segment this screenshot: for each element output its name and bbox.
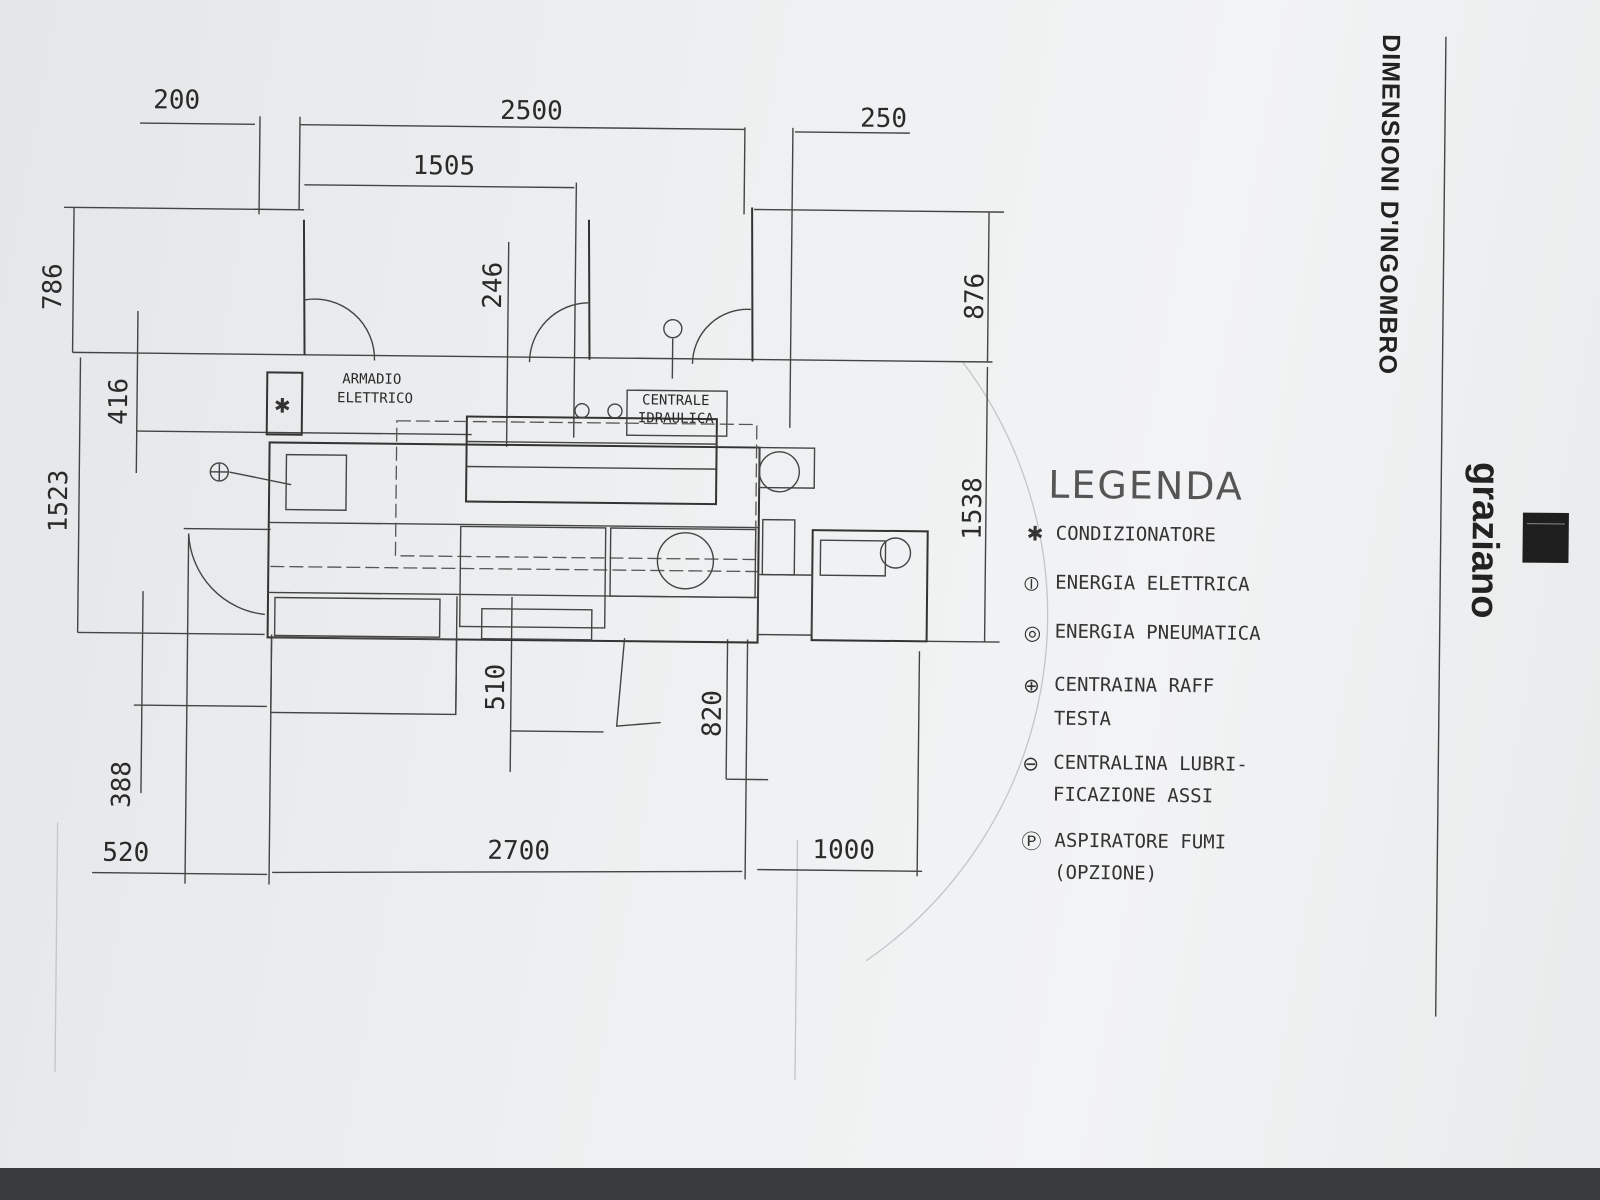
legend-title: LEGENDA [1048, 463, 1244, 509]
legend-item-line2: TESTA [1054, 708, 1112, 731]
faint-line [54, 822, 59, 1073]
brand-logo-block [1522, 512, 1569, 564]
dim-2700: 2700 [487, 836, 550, 867]
dim-786: 786 [38, 263, 68, 310]
dim-876: 876 [960, 273, 990, 320]
legend-item: CENTRAINA RAFF [1054, 674, 1214, 698]
legend-item: CENTRALINA LUBRI- [1053, 752, 1248, 776]
faint-line [794, 839, 799, 1080]
legend-item: ENERGIA PNEUMATICA [1055, 621, 1262, 645]
legend-item: ASPIRATORE FUMI [1054, 830, 1226, 854]
legend-item-line2: FICAZIONE ASSI [1053, 784, 1213, 808]
legend-item-line2: (OPZIONE) [1054, 862, 1157, 885]
page-bottom-edge [0, 1168, 1600, 1200]
legend-symbol: ⊖ [1022, 751, 1039, 775]
label-centrale: CENTRALE [642, 392, 710, 409]
label-armadio: ARMADIO [342, 371, 401, 388]
dim-388: 388 [107, 761, 137, 808]
legend-symbol: ✱ [1027, 521, 1044, 545]
brand-name: graziano [1463, 462, 1507, 619]
dim-1538: 1538 [958, 477, 989, 540]
legend-symbol: Ⓟ [1021, 829, 1041, 853]
machine-outline: ✱ [183, 207, 929, 727]
label-idraulica: IDRAULICA [638, 410, 715, 427]
dim-200: 200 [153, 85, 200, 115]
legend-symbol: ⊕ [1023, 673, 1040, 697]
legend-symbol: ⦶ [1024, 571, 1039, 595]
legend-symbol: ◎ [1024, 620, 1042, 644]
dim-520: 520 [102, 838, 149, 868]
dim-416: 416 [104, 378, 134, 425]
dimension-lines [64, 116, 1005, 885]
dim-1505: 1505 [412, 151, 475, 182]
dim-820: 820 [698, 690, 728, 737]
dim-1000: 1000 [812, 835, 875, 866]
legend-item: CONDIZIONATORE [1056, 523, 1216, 547]
document-title: DIMENSIONI D'INGOMBRO [1373, 34, 1405, 375]
dim-2500: 2500 [500, 96, 563, 127]
legend-item: ENERGIA ELETTRICA [1055, 572, 1250, 596]
dim-1523: 1523 [44, 469, 75, 532]
right-rule [1434, 36, 1447, 1017]
conditioner-symbol: ✱ [274, 393, 291, 417]
dimension-values: 200 2500 250 1505 786 416 1523 388 246 5… [38, 85, 990, 868]
dim-246: 246 [478, 262, 508, 309]
dim-250: 250 [860, 104, 907, 134]
dim-510: 510 [481, 664, 511, 711]
label-elettrico: ELETTRICO [337, 390, 413, 407]
legend: LEGENDA ✱ CONDIZIONATORE ⦶ ENERGIA ELETT… [1021, 463, 1262, 885]
faint-arc [865, 361, 1049, 962]
